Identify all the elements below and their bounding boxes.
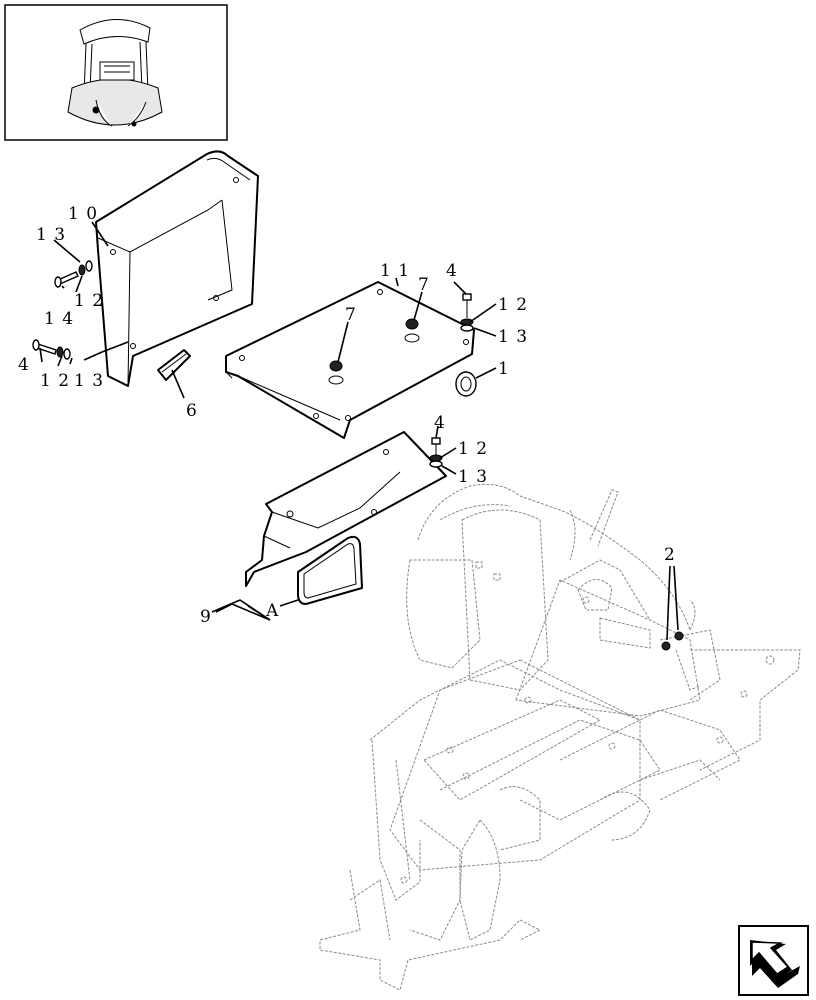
seal-part-A [297, 535, 363, 605]
fastener-set-left-lower [32, 339, 71, 360]
callout-labels: 1 0 1 3 1 2 1 4 4 1 2 1 3 6 1 1 7 7 4 1 … [18, 204, 676, 627]
callout-14: 1 4 [44, 309, 74, 329]
leader-lines [39, 221, 679, 641]
grommet-part-1 [455, 371, 477, 397]
fastener-set-left-upper [54, 260, 93, 288]
callout-A: A [265, 601, 279, 621]
callout-4-upper-right: 4 [446, 261, 458, 281]
callout-2: 2 [664, 545, 676, 565]
callout-13-lower-left: 1 3 [74, 371, 104, 391]
callout-6: 6 [186, 401, 198, 421]
callout-4-lower-right: 4 [434, 413, 446, 433]
callout-10: 1 0 [68, 204, 98, 224]
navigation-arrow-icon[interactable] [738, 925, 809, 996]
callout-12-upper-right: 1 2 [498, 295, 528, 315]
callout-12-lower-left: 1 2 [40, 371, 70, 391]
callout-1: 1 [498, 359, 510, 379]
callout-4-left: 4 [18, 355, 30, 375]
fastener-set-right-upper [460, 293, 474, 332]
grommets-part-7 [329, 318, 419, 372]
bracket-part-6 [157, 349, 191, 381]
callout-13-upper-left: 1 3 [36, 225, 66, 245]
callout-7-upper: 7 [418, 275, 430, 295]
side-panel-part-10 [95, 150, 259, 387]
fastener-set-right-lower [429, 437, 443, 468]
callout-7-lower: 7 [345, 305, 357, 325]
callout-12-lower-right: 1 2 [458, 439, 488, 459]
overview-thumbnail [4, 4, 228, 141]
plugs-part-2 [661, 631, 684, 651]
callout-13-upper-right: 1 3 [498, 327, 528, 347]
callout-13-lower-right: 1 3 [458, 467, 488, 487]
machine-frame-ghost [319, 483, 801, 991]
callout-12-upper-left: 1 2 [74, 291, 104, 311]
callout-9: 9 [200, 607, 212, 627]
callout-11: 1 1 [380, 261, 410, 281]
